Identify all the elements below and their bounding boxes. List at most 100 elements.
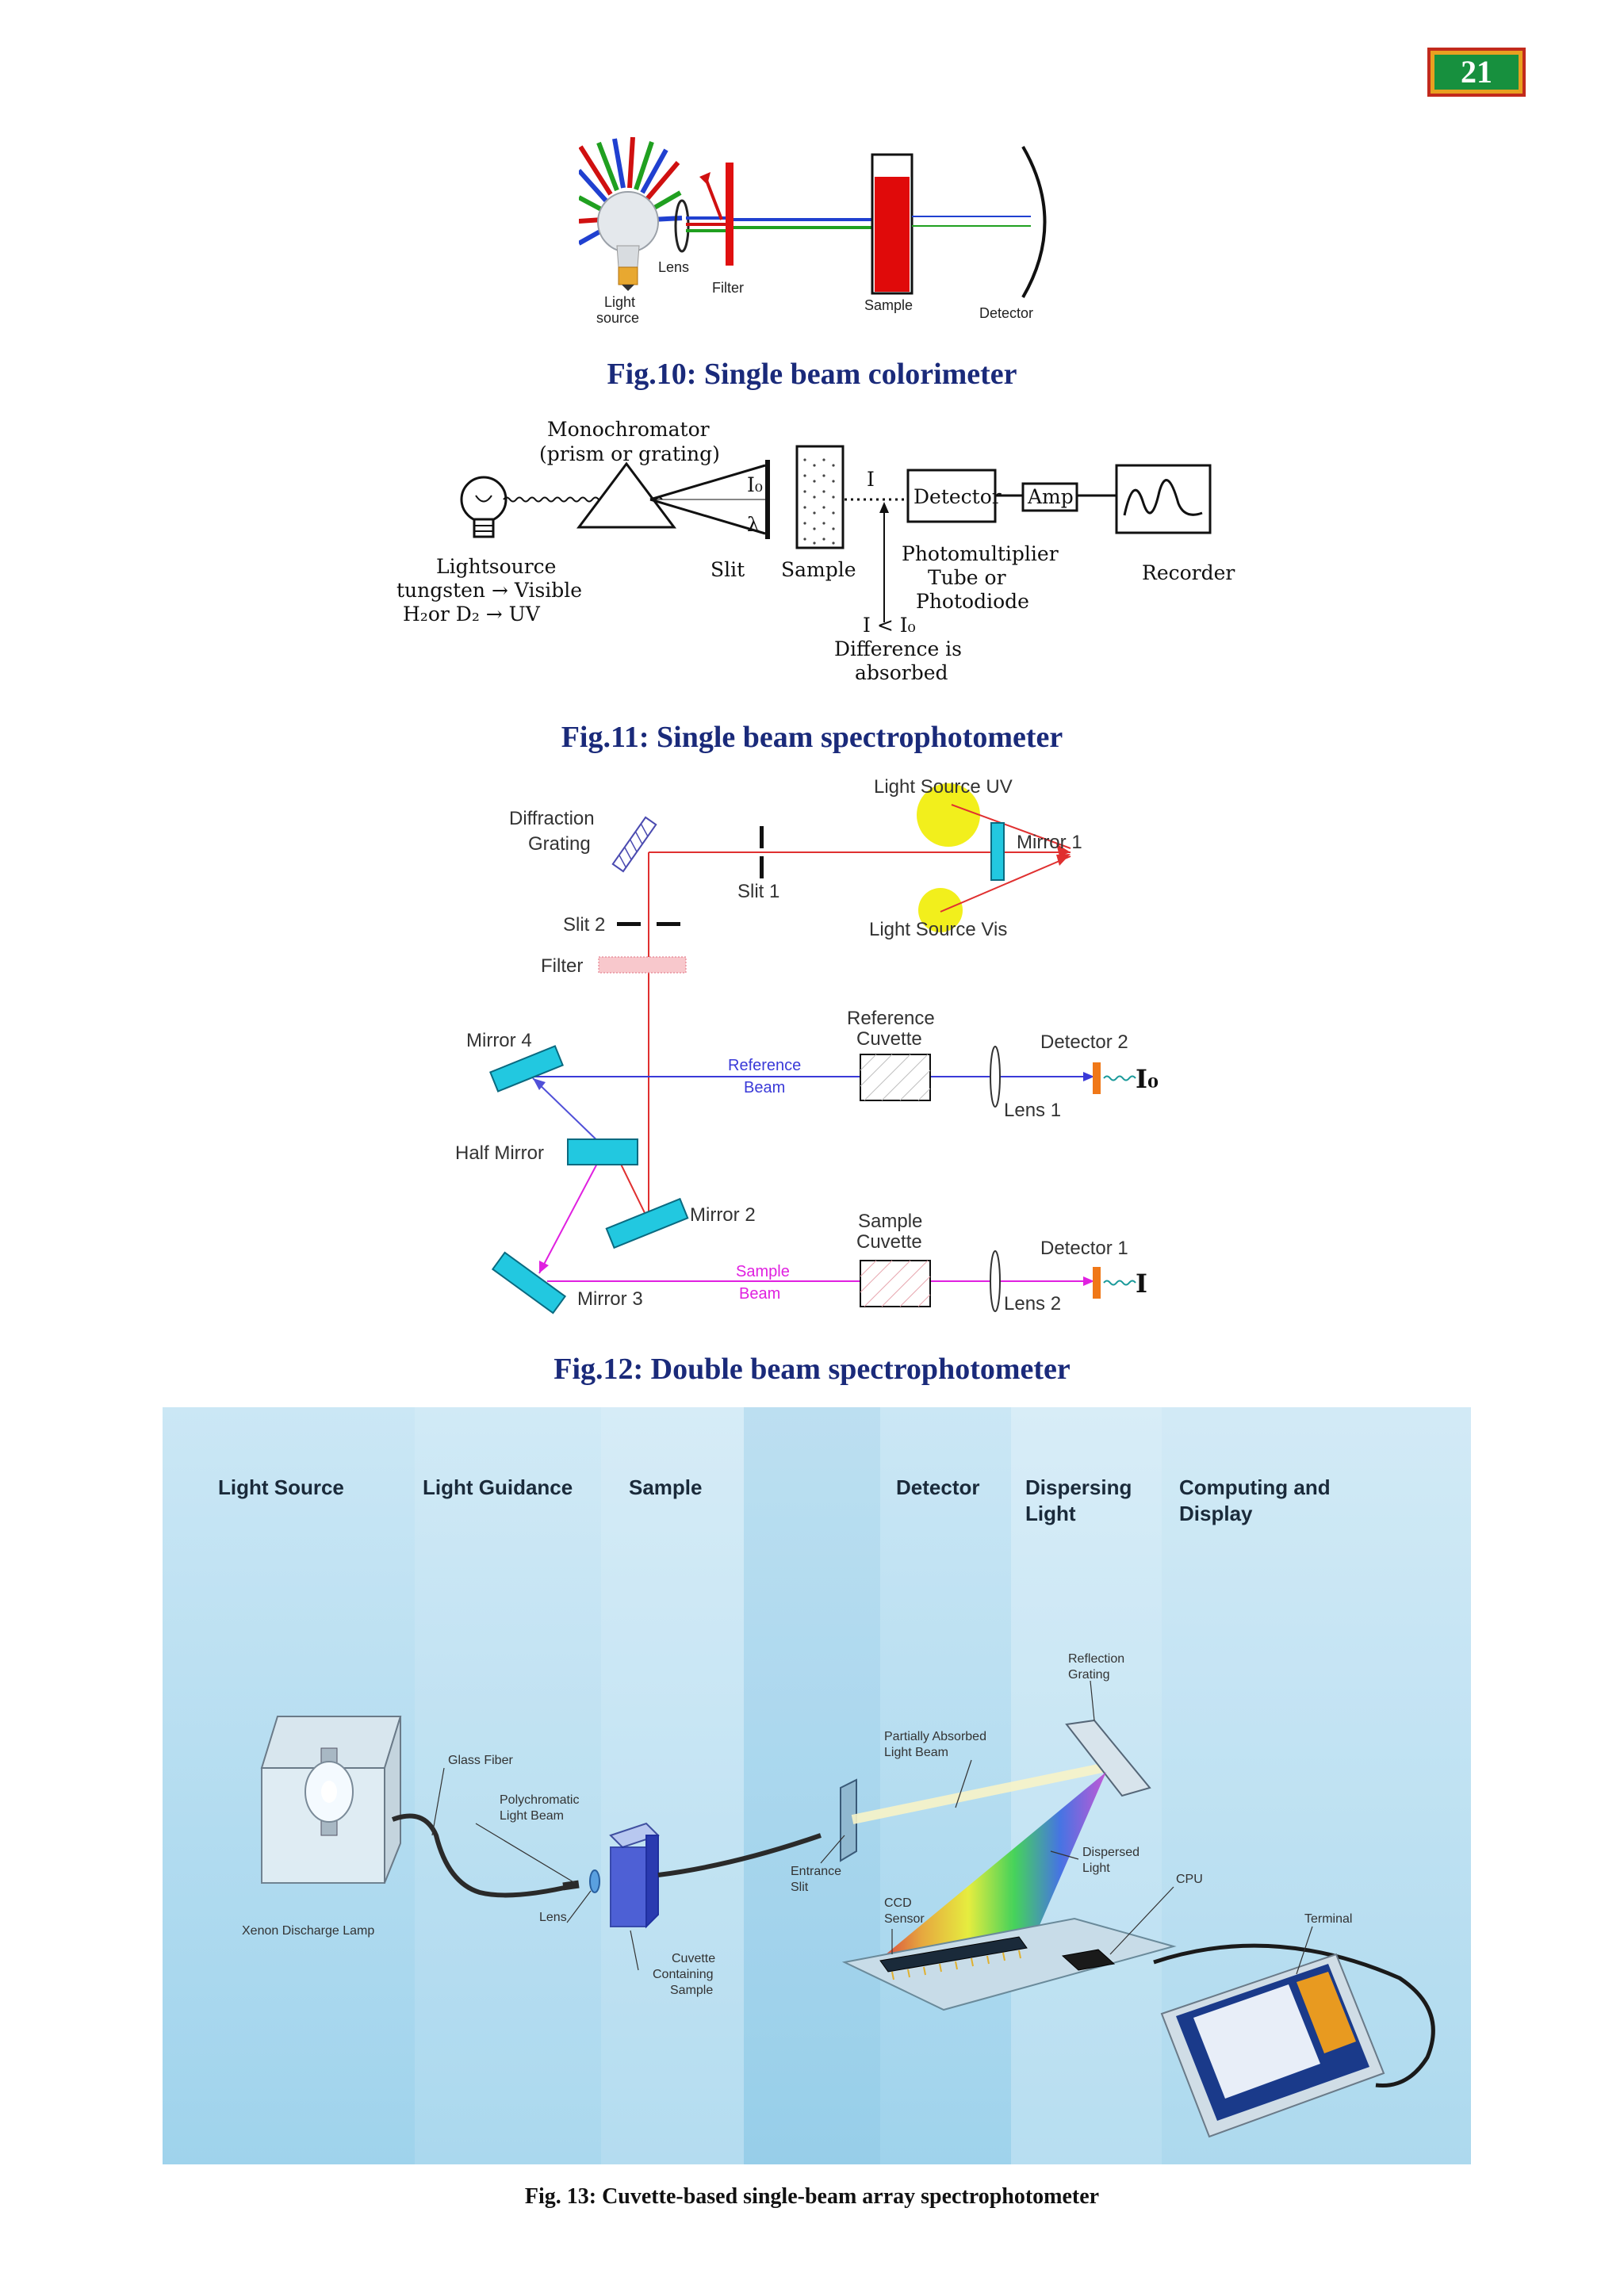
vis-source-icon	[918, 888, 963, 932]
half-mirror-icon	[567, 1138, 638, 1165]
mirror2-label: Mirror 2	[690, 1204, 756, 1226]
fig13-diagram: Light Source Light Guidance Sample Detec…	[163, 1407, 1471, 2164]
header-dispersing-1: Dispersing	[1025, 1475, 1132, 1499]
mirror4-label: Mirror 4	[466, 1030, 532, 1051]
poly-label-2: Light Beam	[500, 1809, 564, 1823]
absorbed-label-2: Difference is	[834, 637, 962, 660]
ls-vis-label: Light Source Vis	[869, 919, 1007, 940]
detector1-icon	[1093, 1267, 1101, 1299]
header-sample: Sample	[629, 1475, 703, 1499]
dispersed-label-1: Dispersed	[1082, 1846, 1139, 1859]
mirror2-icon	[605, 1197, 689, 1249]
mirror1-label: Mirror 1	[1017, 832, 1082, 853]
sample-label: Sample	[781, 558, 856, 581]
pmt-label-1: Photomultiplier	[902, 542, 1059, 565]
grating-label-1: Diffraction	[509, 808, 595, 829]
header-light-guidance: Light Guidance	[423, 1475, 573, 1499]
lens2-label: Lens 2	[1004, 1293, 1061, 1314]
filter-icon	[726, 163, 733, 266]
filter-label: Filter	[541, 955, 583, 977]
sample-label: Sample	[864, 297, 913, 313]
light-source-label-2: source	[596, 310, 639, 326]
header-dispersing-2: Light	[1025, 1502, 1076, 1525]
cuvette-label-2: Containing	[653, 1968, 714, 1981]
i-label: I	[1136, 1269, 1147, 1299]
page-number-badge: 21	[1427, 48, 1526, 97]
sam-cuvette-label-1: Sample	[858, 1211, 922, 1232]
absorbed-label-3: absorbed	[855, 661, 948, 684]
ccd-label-1: CCD	[884, 1896, 912, 1910]
mono-label-1: Monochromator	[547, 418, 710, 441]
grating-label-2: Grating	[528, 833, 591, 855]
lens-icon	[589, 1869, 600, 1893]
glass-fiber	[391, 1813, 576, 1898]
header-computing-1: Computing and	[1179, 1475, 1331, 1499]
ref-cuvette-label-1: Reference	[847, 1008, 935, 1029]
fig12-diagram: Light Source UV Light Source Vis Diffrac…	[455, 776, 1159, 1314]
mirror3-label: Mirror 3	[577, 1288, 643, 1310]
amp-label: Amp	[1027, 485, 1074, 508]
amp-box	[1021, 482, 1078, 512]
page-number: 21	[1434, 55, 1519, 90]
fig10-caption: Fig.10: Single beam colorimeter	[607, 358, 1017, 391]
bulb-icon	[460, 476, 508, 523]
cuvette-label-3: Sample	[670, 1984, 713, 1997]
ccd-label-2: Sensor	[884, 1912, 925, 1926]
slit-icon	[765, 460, 770, 539]
i0-label: I₀	[1136, 1064, 1159, 1094]
mirror1-icon	[990, 822, 1005, 881]
xenon-lamp-icon	[260, 1716, 402, 1884]
ref-beam-label-1: Reference	[728, 1057, 801, 1074]
recorder-trace-icon	[1123, 479, 1203, 516]
cpu-icon	[1061, 1949, 1116, 1971]
slit2-label: Slit 2	[563, 914, 605, 936]
xenon-label: Xenon Discharge Lamp	[242, 1924, 374, 1938]
lens-label: Lens	[539, 1911, 567, 1924]
slit-label: Slit	[710, 558, 745, 581]
header-computing-2: Display	[1179, 1502, 1253, 1525]
entrance-label-1: Entrance	[791, 1865, 841, 1878]
reflection-label-2: Grating	[1068, 1668, 1109, 1682]
lens-label: Lens	[658, 259, 689, 275]
detector2-icon	[1093, 1062, 1101, 1094]
ref-beam-label-2: Beam	[744, 1079, 785, 1096]
lightsource-label-1: Lightsource	[436, 555, 556, 578]
lightsource-label-2: tungsten → Visible	[396, 579, 582, 602]
diffraction-grating-icon	[611, 816, 657, 873]
fig12-caption: Fig.12: Double beam spectrophotometer	[553, 1353, 1071, 1386]
lambda-label: λ	[747, 513, 760, 536]
terminal-icon	[1160, 1953, 1385, 2138]
detector-label: Detector	[979, 305, 1033, 321]
fig11-diagram: Monochromator (prism or grating) I₀ λ I …	[396, 418, 1235, 684]
dispersed-label-2: Light	[1082, 1862, 1110, 1875]
recorder-box	[1115, 464, 1212, 534]
ccd-sensor-icon	[879, 1936, 1028, 1973]
pmt-label-3: Photodiode	[916, 590, 1029, 613]
lens2-icon	[990, 1250, 1001, 1312]
lens1-label: Lens 1	[1004, 1100, 1061, 1121]
uv-source-icon	[917, 783, 980, 847]
cuvette-label-1: Cuvette	[672, 1952, 715, 1965]
ref-cuvette-label-2: Cuvette	[856, 1028, 922, 1050]
fig13-caption: Fig. 13: Cuvette-based single-beam array…	[524, 2184, 1100, 2209]
cpu-label: CPU	[1176, 1873, 1203, 1886]
pmt-label-2: Tube or	[928, 566, 1006, 589]
fig11-caption: Fig.11: Single beam spectrophotometer	[561, 721, 1063, 754]
mirror3-icon	[491, 1251, 567, 1314]
slit1-label: Slit 1	[737, 881, 779, 902]
sam-beam-label-2: Beam	[739, 1285, 780, 1303]
detector-label: Detector	[914, 485, 1002, 508]
header-detector: Detector	[896, 1475, 979, 1499]
terminal-label: Terminal	[1304, 1912, 1352, 1926]
cuvette-icon	[609, 1822, 660, 1929]
detector2-label: Detector 2	[1040, 1031, 1128, 1053]
light-bulb-icon	[597, 191, 659, 253]
entrance-label-2: Slit	[791, 1881, 809, 1894]
recorder-label: Recorder	[1142, 561, 1235, 584]
slit2-icon	[617, 922, 641, 926]
entrance-slit-icon	[840, 1778, 857, 1862]
poly-label-1: Polychromatic	[500, 1793, 579, 1807]
reflection-label-1: Reflection	[1068, 1652, 1124, 1666]
i-label: I	[867, 468, 875, 491]
header-light-source: Light Source	[218, 1475, 344, 1499]
